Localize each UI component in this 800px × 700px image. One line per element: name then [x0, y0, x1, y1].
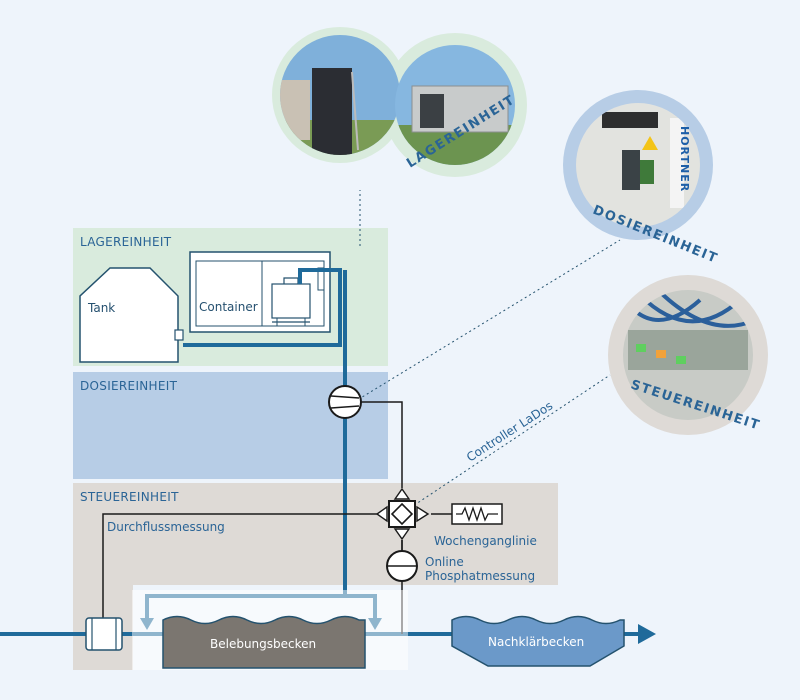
control-line-durchfluss: [102, 513, 378, 618]
online-label-2: Phosphatmessung: [425, 569, 535, 583]
leader-dosier: [353, 239, 621, 403]
tank-label: Tank: [87, 301, 115, 315]
wochenganglinie-signal: [456, 505, 498, 523]
controller-arrow-right: [416, 505, 430, 523]
control-line-pump-controller: [361, 401, 403, 488]
durchfluss-label: Durchflussmessung: [107, 520, 225, 534]
container-inner-right: [261, 260, 325, 327]
steuereinheit-zone: [73, 483, 558, 585]
online-label-1: Online: [425, 555, 464, 569]
pipe-container-up: [298, 268, 342, 290]
steuer-photo: [623, 290, 753, 420]
container-label: Container: [199, 300, 258, 314]
dosiereinheit-zone-label: DOSIEREINHEIT: [80, 379, 178, 393]
steuereinheit-zone-label: STEUEREINHEIT: [80, 490, 179, 504]
dosing-pump: [328, 385, 362, 419]
controller-diamond: [390, 502, 414, 526]
ibc-tank: [271, 283, 311, 319]
dosier-photo: [576, 103, 700, 227]
dosier-brand-label: HORTNER: [678, 126, 691, 192]
controller-label: Controller LaDos: [464, 398, 555, 464]
controller-arrow-down: [393, 528, 411, 541]
wochenganglinie-label: Wochenganglinie: [434, 534, 537, 548]
leader-steuer: [409, 374, 611, 509]
controller-arrow-left: [375, 505, 388, 523]
belebungsbecken-label: Belebungsbecken: [210, 637, 316, 651]
lagereinheit-zone-label: LAGEREINHEIT: [80, 235, 172, 249]
nachklaerbecken-basin: [451, 615, 625, 667]
nachklaerbecken-label: Nachklärbecken: [488, 635, 584, 649]
lager-photo-silo: [280, 35, 400, 155]
controller-box: [388, 500, 416, 528]
flow-meter: [85, 617, 123, 651]
tank-outlet: [174, 329, 184, 341]
main-line-arrow: [638, 624, 656, 644]
belebungsbecken-basin: [162, 615, 366, 669]
pipe-tank-to-pump: [183, 290, 342, 347]
controller-arrow-up: [393, 487, 411, 500]
tank-shape: [79, 267, 179, 363]
